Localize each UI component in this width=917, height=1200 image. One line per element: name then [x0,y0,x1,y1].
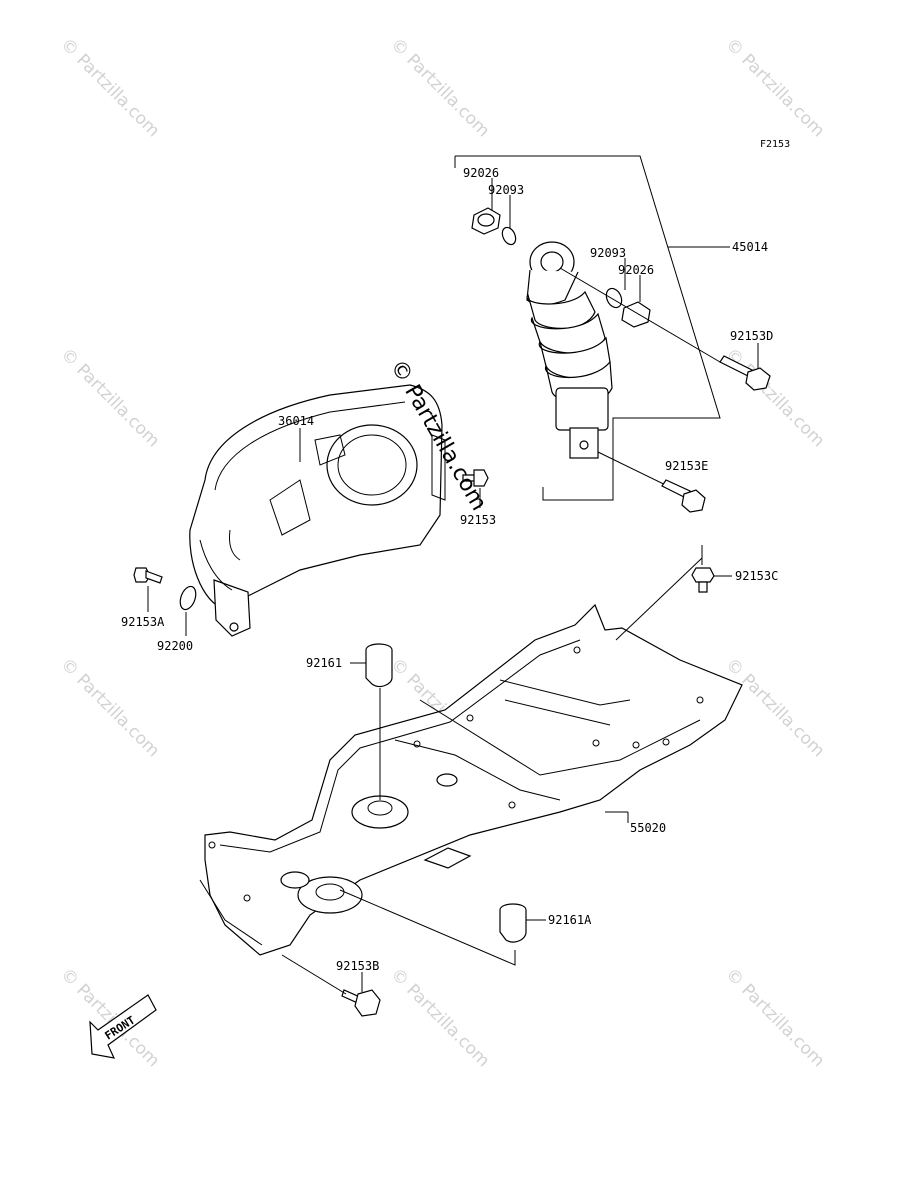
washer-right [605,287,623,309]
label-92153B: 92153B [336,959,379,973]
axis-92161A [339,889,516,966]
label-92026-b: 92026 [618,263,654,277]
chain-cover [189,384,446,637]
bushing-top [471,207,501,235]
figure-code: F2153 [760,139,790,150]
bumper-92161 [365,643,393,688]
label-92153E: 92153E [665,459,708,473]
watermark-grid: © Partzilla.com © Partzilla.com © Partzi… [56,34,828,1071]
watermark-text: © Partzilla.com [386,34,493,141]
label-92093-a: 92093 [488,183,524,197]
watermark-text: © Partzilla.com [56,654,163,761]
bolt-92153D [719,355,771,391]
shock-group-outline [455,155,721,501]
axis-92153C [615,557,703,641]
label-92153D: 92153D [730,329,773,343]
label-55020: 55020 [630,821,666,835]
label-92153C: 92153C [735,569,778,583]
label-45014: 45014 [732,240,768,254]
label-92161: 92161 [306,656,342,670]
shock-absorber [526,241,613,459]
label-92161A: 92161A [548,913,592,927]
bushing-right [621,301,651,328]
watermark-text: © Partzilla.com [721,344,828,451]
bolt-92153A [133,567,163,584]
skid-plate [199,603,743,956]
bumper-92161A [499,903,527,943]
label-92093-b: 92093 [590,246,626,260]
watermark-text: © Partzilla.com [721,654,828,761]
label-92153: 92153 [460,513,496,527]
bolt-92153C [691,567,715,593]
axis-top-bolt [559,267,721,363]
watermark-text: © Partzilla.com [56,34,163,141]
watermark-text: © Partzilla.com [721,964,828,1071]
label-92153A: 92153A [121,615,165,629]
bolt-92153 [462,469,489,487]
watermark-text: © Partzilla.com [386,964,493,1071]
watermark-text: © Partzilla.com [721,34,828,141]
label-92200: 92200 [157,639,193,653]
washer-92200 [179,585,197,611]
washer-top [501,226,517,246]
bolt-92153B [341,989,381,1017]
axis-92153B [281,954,347,995]
bolt-92153E [661,479,706,513]
label-92026-a: 92026 [463,166,499,180]
label-36014: 36014 [278,414,314,428]
watermark-text: © Partzilla.com [56,344,163,451]
